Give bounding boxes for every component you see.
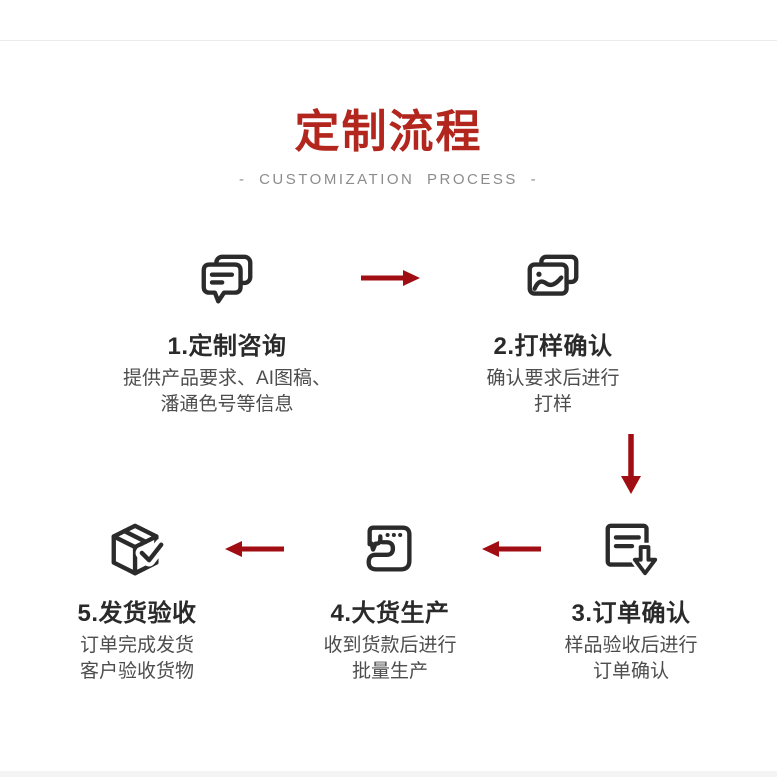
sewing-machine-icon (366, 525, 412, 572)
step-1-icon-wrap (77, 250, 377, 312)
sample-image-icon (527, 254, 579, 296)
arrow-left-icon (225, 540, 285, 558)
page-subtitle: - CUSTOMIZATION PROCESS - (238, 171, 539, 188)
step-title: 2.打样确认 (493, 333, 613, 360)
step-description-line: 潘通色号等信息 (160, 394, 294, 415)
step-4-icon-wrap (255, 519, 525, 581)
step-title: 4.大货生产 (330, 600, 450, 627)
step-description-line: 订单完成发货 (79, 635, 194, 656)
step-description-line: 确认要求后进行 (486, 368, 620, 389)
arrow-left-icon (482, 540, 542, 558)
step-5-shipping-acceptance: 5.发货验收 订单完成发货 客户验收货物 (2, 519, 272, 685)
step-description-line: 收到货款后进行 (323, 635, 457, 656)
arrow-right-icon (360, 269, 420, 287)
next-section-edge (0, 771, 777, 777)
step-title: 5.发货验收 (77, 600, 197, 627)
step-5-icon-wrap (2, 519, 272, 581)
step-3-order-confirmation: 3.订单确认 样品验收后进行 订单确认 (496, 519, 766, 685)
arrow-down-icon (620, 433, 642, 495)
step-1-consultation: 1.定制咨询 提供产品要求、AI图稿、 潘通色号等信息 (77, 250, 377, 418)
step-description-line: 提供产品要求、AI图稿、 (123, 368, 331, 389)
step-description-line: 批量生产 (351, 661, 428, 682)
step-3-icon-wrap (496, 519, 766, 581)
step-description-line: 打样 (533, 394, 572, 415)
step-description-line: 订单确认 (592, 661, 669, 682)
order-document-icon (605, 523, 660, 578)
step-title: 3.订单确认 (571, 600, 691, 627)
chat-bubbles-icon (201, 254, 253, 304)
package-check-icon (111, 523, 168, 576)
top-divider (0, 40, 777, 41)
step-description-line: 客户验收货物 (79, 661, 194, 682)
step-4-bulk-production: 4.大货生产 收到货款后进行 批量生产 (255, 519, 525, 685)
step-description-line: 样品验收后进行 (564, 635, 698, 656)
step-2-icon-wrap (403, 250, 703, 312)
step-2-sample-confirmation: 2.打样确认 确认要求后进行 打样 (403, 250, 703, 418)
step-title: 1.定制咨询 (167, 333, 287, 360)
page-title: 定制流程 (294, 106, 483, 157)
